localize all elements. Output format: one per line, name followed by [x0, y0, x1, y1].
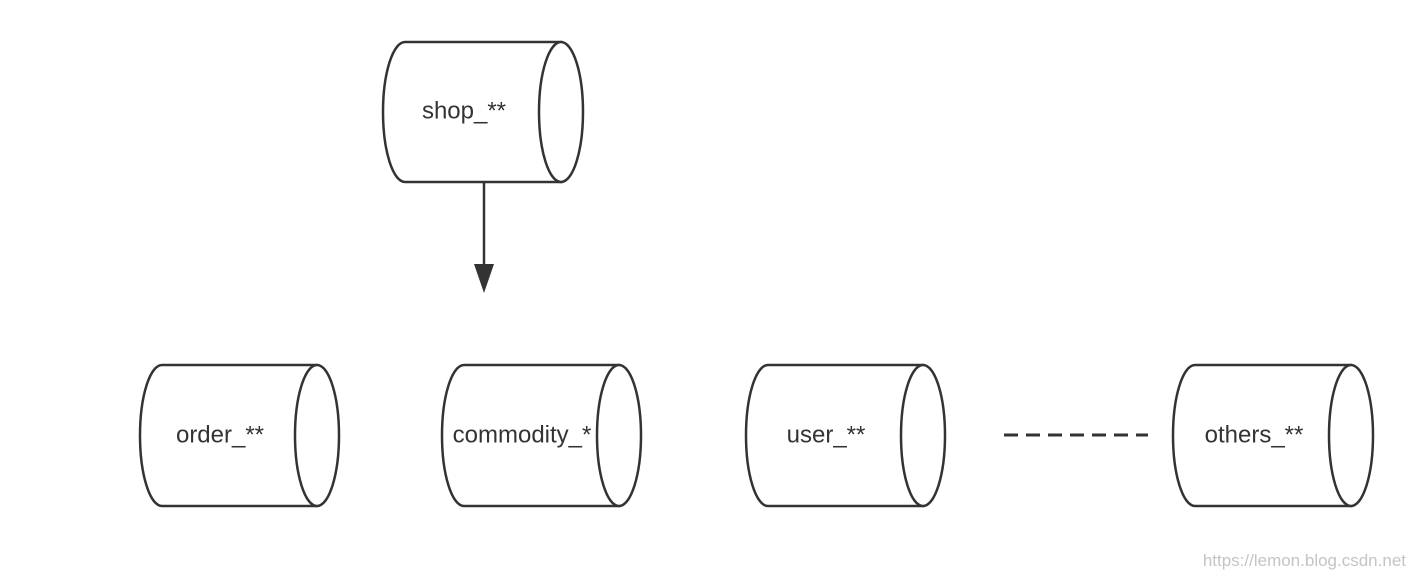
node-shop[interactable]: shop_** — [381, 40, 585, 184]
cylinder-cap — [293, 363, 341, 508]
node-label: others_** — [1205, 421, 1304, 448]
node-others[interactable]: others_** — [1171, 363, 1375, 508]
cylinder-cap — [537, 40, 585, 184]
node-label: commodity_* — [453, 421, 592, 448]
cylinder-body — [1171, 363, 1353, 508]
node-label: shop_** — [422, 97, 506, 124]
cylinder-body — [440, 363, 621, 508]
node-order[interactable]: order_** — [138, 363, 341, 508]
edge-shop-to-commodity — [474, 183, 494, 293]
cylinder-cap — [595, 363, 643, 508]
node-label: order_** — [176, 421, 264, 448]
arrowhead-icon — [474, 264, 494, 293]
cylinder-body — [381, 40, 563, 184]
cylinder-cap — [1327, 363, 1375, 508]
cylinder-body — [744, 363, 925, 508]
watermark-text: https://lemon.blog.csdn.net — [1203, 551, 1406, 570]
cylinder-body — [138, 363, 319, 508]
node-user[interactable]: user_** — [744, 363, 947, 508]
cylinder-cap — [899, 363, 947, 508]
node-commodity[interactable]: commodity_* — [440, 363, 643, 508]
node-label: user_** — [787, 421, 866, 448]
